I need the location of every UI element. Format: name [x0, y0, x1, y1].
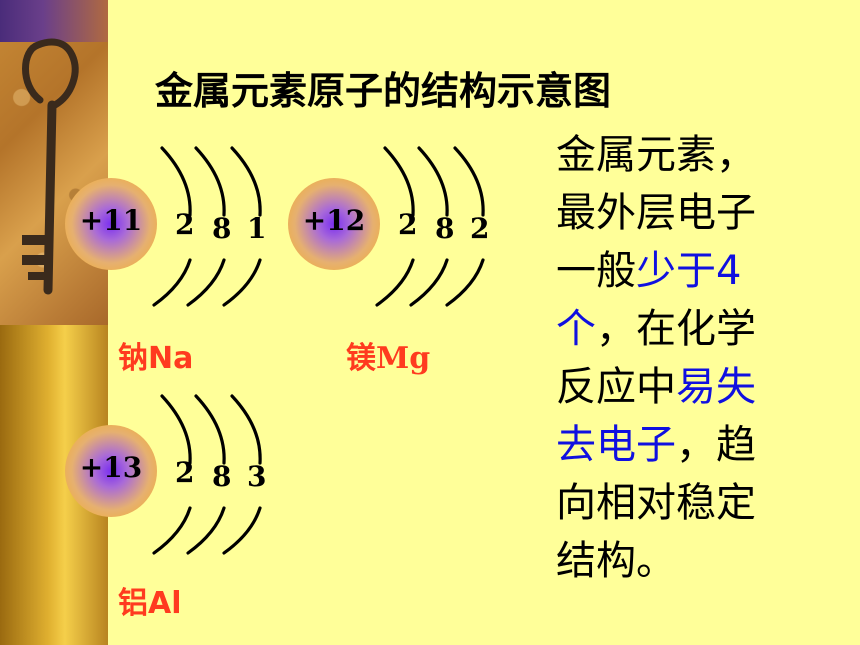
- description-line: 结构。: [556, 538, 676, 584]
- description-segment: 反应中: [556, 364, 676, 410]
- left-decorative-strip: [0, 0, 108, 645]
- electron-count-shell-3: 1: [247, 212, 267, 245]
- description-line: 反应中易失: [556, 358, 856, 416]
- description-line: 向相对稳定: [556, 480, 756, 526]
- description-segment: ，趋: [676, 422, 756, 468]
- element-symbol: Al: [148, 586, 182, 621]
- description-line: 去电子，趋: [556, 416, 856, 474]
- slide-title: 金属元素原子的结构示意图: [155, 69, 612, 113]
- electron-count-shell-1: 2: [175, 456, 195, 489]
- description-segment: ，在化学: [596, 306, 756, 352]
- element-symbol: Mg: [376, 341, 431, 376]
- electron-count-shell-1: 2: [175, 208, 195, 241]
- nucleus-charge: +11: [79, 203, 143, 237]
- description-line: 一般少于4: [556, 242, 856, 300]
- electron-count-shell-2: 8: [435, 212, 455, 245]
- highlight-electrons: 去电子: [556, 422, 676, 468]
- nucleus-na: +11: [65, 178, 157, 270]
- element-name-cn: 镁: [346, 341, 376, 376]
- element-name-cn: 钠: [118, 341, 148, 376]
- electron-count-shell-2: 8: [212, 460, 232, 493]
- electron-count-shell-1: 2: [398, 208, 418, 241]
- nucleus-charge: +13: [79, 450, 143, 484]
- electron-shells-mg: [375, 146, 485, 307]
- element-name-cn: 铝: [118, 586, 148, 621]
- description-text: 金属元素， 最外层电子 一般少于4 个，在化学 反应中易失 去电子，趋 向相对稳…: [556, 126, 856, 590]
- highlight-less-than-4: 少于4: [636, 248, 742, 294]
- description-segment: 一般: [556, 248, 636, 294]
- nucleus-al: +13: [65, 425, 157, 517]
- photo-top-band: [0, 0, 108, 42]
- electron-count-shell-3: 2: [470, 212, 490, 245]
- nucleus-mg: +12: [288, 178, 380, 270]
- electron-shells-na: [152, 146, 262, 307]
- description-line: 个，在化学: [556, 300, 856, 358]
- electron-count-shell-2: 8: [212, 212, 232, 245]
- nucleus-charge: +12: [302, 203, 366, 237]
- element-label-mg: 镁Mg: [346, 333, 430, 377]
- highlight-ge: 个: [556, 306, 596, 352]
- key-photo: [0, 0, 108, 325]
- description-line: 金属元素，: [556, 132, 756, 178]
- element-label-al: 铝Al: [118, 578, 182, 622]
- description-line: 最外层电子: [556, 190, 756, 236]
- highlight-easy-lose: 易失: [676, 364, 756, 410]
- element-symbol: Na: [148, 341, 194, 376]
- electron-shells-al: [152, 394, 262, 555]
- element-label-na: 钠Na: [118, 333, 193, 377]
- electron-count-shell-3: 3: [247, 460, 267, 493]
- key-icon: [22, 38, 79, 295]
